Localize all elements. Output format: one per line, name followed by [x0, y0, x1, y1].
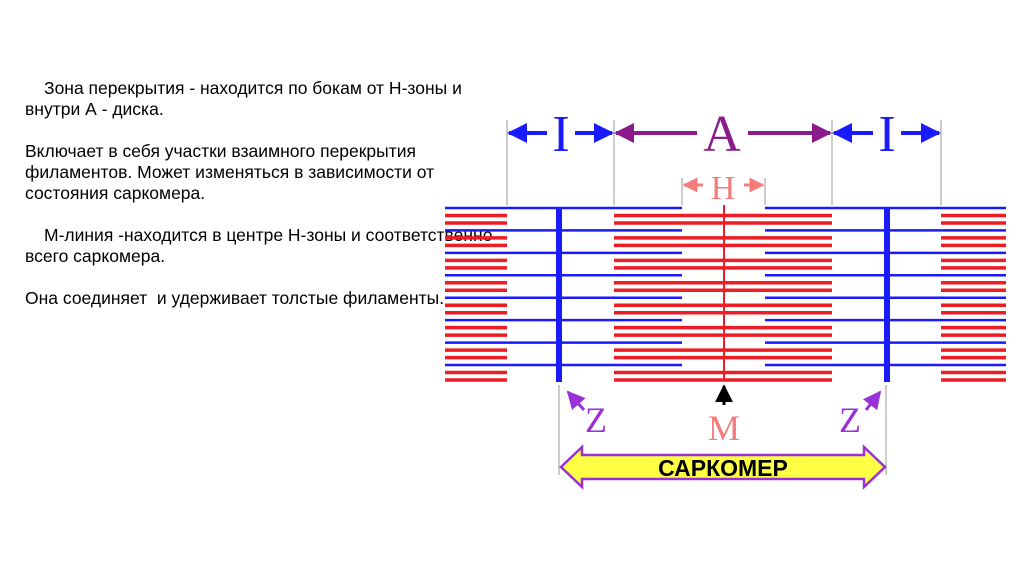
- z-label-left: Z: [585, 400, 607, 440]
- h-zone-label: H: [711, 170, 736, 207]
- m-label: M: [708, 408, 740, 448]
- a-band-label: A: [703, 106, 741, 163]
- z-marker-left: Z: [566, 390, 607, 440]
- i-band-left: I: [507, 106, 614, 163]
- sarcomere-label: САРКОМЕР: [658, 455, 788, 481]
- i-band-right-label: I: [878, 106, 895, 163]
- z-lines: [556, 208, 890, 382]
- h-zone: H: [682, 170, 765, 207]
- z-line-left: [556, 208, 562, 382]
- z-label-right: Z: [839, 400, 861, 440]
- z-marker-right: Z: [839, 390, 882, 440]
- m-marker: M: [708, 384, 740, 448]
- sarcomere-arrow: САРКОМЕР: [559, 444, 887, 490]
- i-band-right: I: [832, 106, 941, 163]
- a-band: A: [614, 106, 832, 163]
- paragraph-connects: Она соединяет и удерживает толстые филам…: [25, 288, 445, 308]
- z-line-right: [884, 208, 890, 382]
- i-band-left-label: I: [552, 106, 569, 163]
- filament-array: [445, 206, 1006, 382]
- description-text: Зона перекрытия - находится по бокам от …: [25, 78, 500, 330]
- paragraph-overlap-zone: Зона перекрытия - находится по бокам от …: [25, 78, 467, 119]
- paragraph-includes: Включает в себя участки взаимного перекр…: [25, 141, 440, 203]
